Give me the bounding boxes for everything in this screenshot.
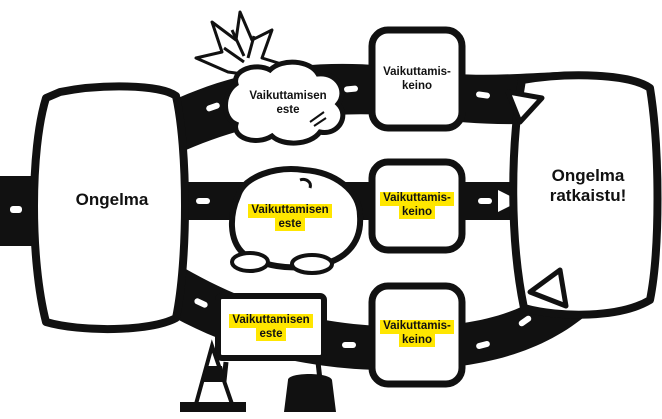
bottom-means-label: Vaikuttamis- keino [372,320,462,348]
middle-obstacle-line1: Vaikuttamisen [248,204,332,218]
problem-label: Ongelma [52,190,172,210]
solved-label-line2: ratkaistu! [549,186,627,206]
top-obstacle-line2: este [276,103,300,116]
bottom-means-line1: Vaikuttamis- [380,320,454,334]
middle-obstacle-line2: este [275,217,305,232]
traffic-cone-icon [180,339,246,412]
middle-means-line2: keino [398,205,436,220]
top-obstacle-line1: Vaikuttamisen [249,90,327,102]
bottom-obstacle-label: Vaikuttamisen este [218,314,324,342]
arrow-bottom [527,267,569,309]
top-means-label: Vaikuttamis- keino [372,66,462,93]
problem-box [30,82,189,334]
solved-label: Ongelma ratkaistu! [528,166,648,206]
bottom-means-line2: keino [398,333,436,348]
barrier-weight-icon [284,374,336,412]
road-left-entry [0,176,40,246]
solved-label-line1: Ongelma [551,166,625,185]
middle-means-line1: Vaikuttamis- [380,192,454,206]
top-means-line1: Vaikuttamis- [383,66,451,78]
explosion-cloud-icon [194,10,346,146]
problem-label-text: Ongelma [75,190,149,209]
top-means-line2: keino [401,79,433,92]
solved-box [509,71,662,319]
bottom-obstacle-line2: este [256,327,286,342]
top-obstacle-label: Vaikuttamisen este [240,90,336,117]
arrow-top [505,89,545,125]
means-box-top [368,26,466,132]
bottom-obstacle-line1: Vaikuttamisen [229,314,313,328]
middle-means-label: Vaikuttamis- keino [372,192,462,220]
middle-obstacle-label: Vaikuttamisen este [226,204,354,232]
